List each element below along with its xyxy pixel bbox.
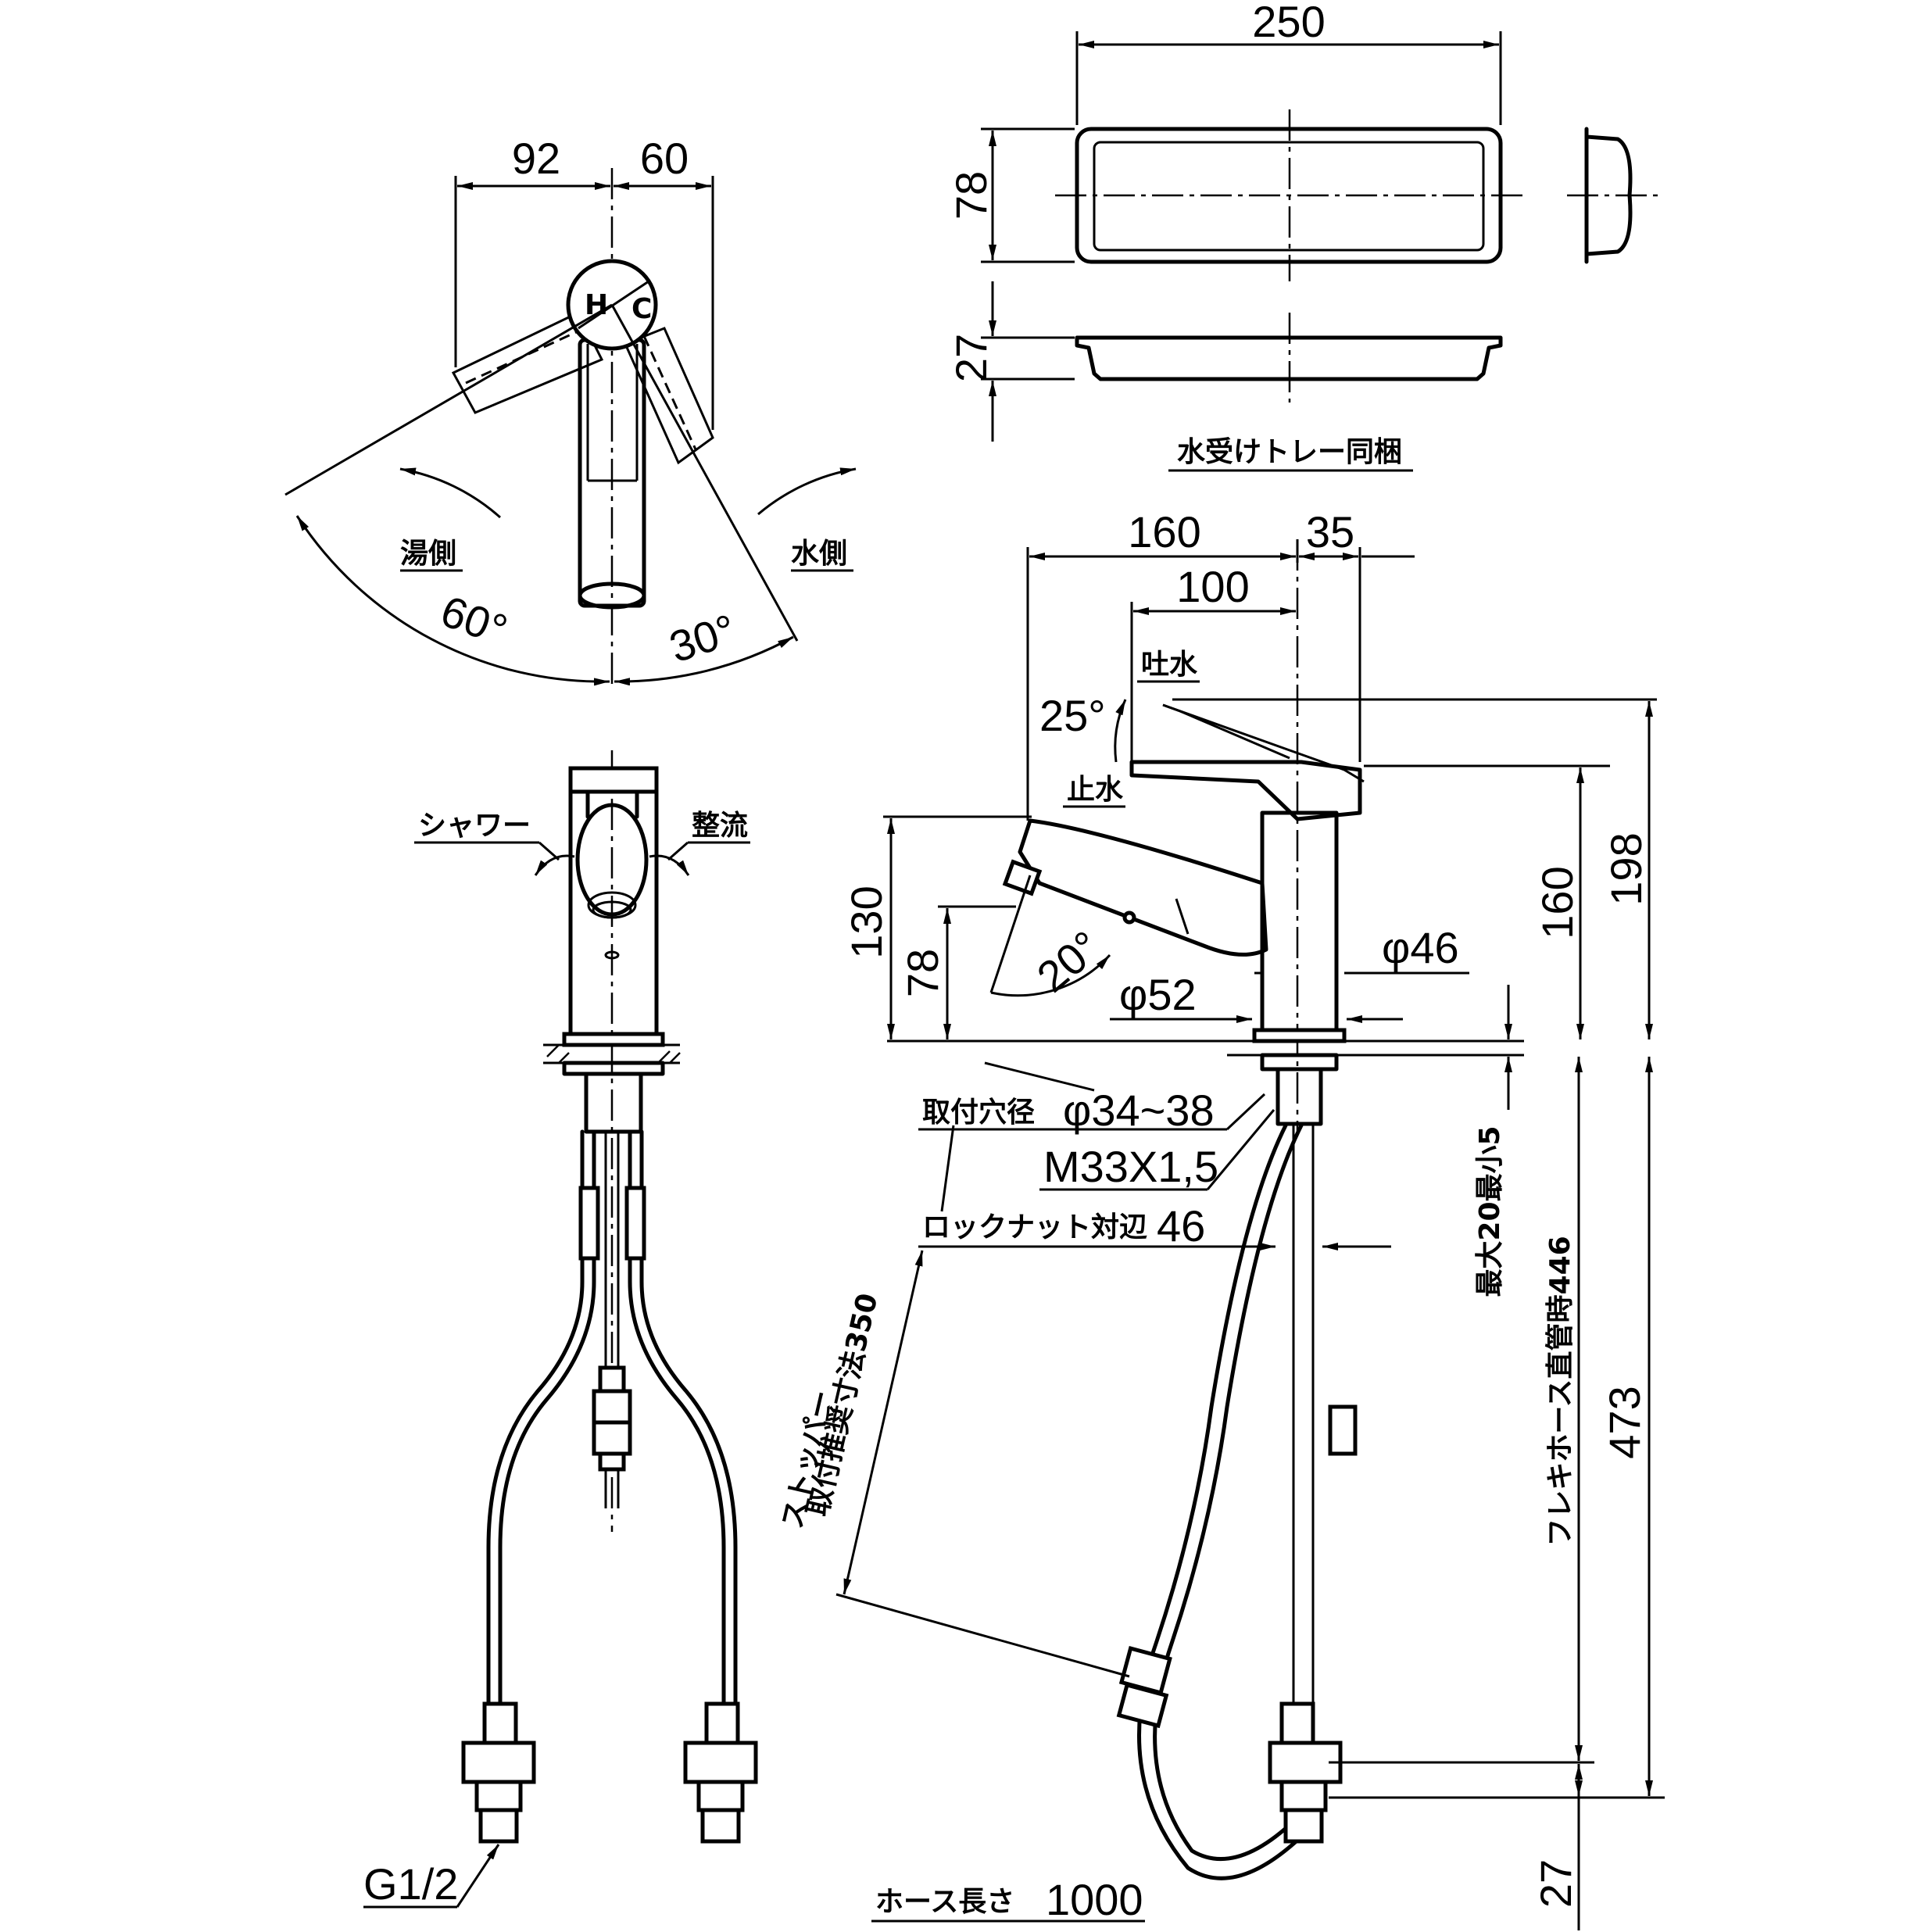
lever-hot-position (451, 311, 604, 414)
spout-angle-label: 20° (1028, 921, 1110, 1002)
shower-mode-label: シャワー (418, 810, 531, 842)
locknut-label: ロックナット対辺 (922, 1211, 1147, 1243)
height-spout-outlet: 78 (898, 949, 947, 997)
height-lever-rest: 160 (1533, 866, 1582, 939)
mount-hole-value: φ34~38 (1063, 1086, 1215, 1135)
tray-elevation (1075, 335, 1503, 381)
dim-spout-reach: 160 (1128, 507, 1200, 556)
counter-thickness-label: 最大20最小5 (1474, 1125, 1506, 1297)
handle-hot-mark: H (585, 289, 608, 321)
dim-hot-side: 92 (512, 134, 560, 183)
total-below-counter: 473 (1600, 1386, 1649, 1458)
valve-right (683, 1701, 758, 1844)
body-column (1260, 810, 1339, 1038)
supply-hose-left (498, 1129, 596, 1745)
hot-angle-label: 60° (435, 586, 513, 655)
base-diameter: φ52 (1119, 970, 1197, 1019)
dim-cold-side: 60 (640, 134, 689, 183)
column-diameter: φ46 (1382, 923, 1459, 972)
locknut-value: 46 (1157, 1201, 1205, 1250)
lever-angle-label: 25° (1039, 691, 1106, 740)
shower-hose-side (1137, 1123, 1304, 1880)
flex-hose-label: フレキホース直管時446 (1544, 1236, 1576, 1546)
top-view-drawing: H C 92 60 湯側 水側 60° 30° (284, 134, 857, 688)
connection-thread-label: G1/2 (363, 1859, 458, 1909)
height-lever-raised: 198 (1601, 832, 1651, 905)
mount-hole-label: 取付穴径 (922, 1097, 1035, 1129)
tray-drawing: 250 78 27 水受けトレー同梱 (946, 0, 1661, 472)
height-spout-top: 130 (842, 886, 891, 958)
hot-side-label: 湯側 (400, 538, 456, 570)
tray-caption: 水受けトレー同梱 (1177, 436, 1402, 468)
spout-head (1018, 818, 1268, 957)
counter-hatch-left (546, 1044, 681, 1064)
hose-length-label: ホース長さ (875, 1886, 1014, 1918)
spout-on-label: 吐水 (1141, 649, 1198, 681)
tray-depth-dim: 78 (946, 171, 996, 220)
dim-lever-back: 35 (1306, 507, 1354, 556)
spout-off-label: 止水 (1067, 774, 1124, 806)
side-view-drawing: 160 35 100 吐水 止水 25° 130 78 20° φ46 φ52 … (777, 507, 1665, 1930)
thread-value: M33X1,5 (1043, 1142, 1218, 1191)
straight-mode-label: 整流 (692, 810, 748, 842)
handle-cold-mark: C (631, 293, 652, 325)
dim-lever-reach: 100 (1176, 562, 1249, 611)
hose-length-value: 1000 (1046, 1875, 1143, 1924)
supply-hose-right (628, 1129, 726, 1745)
cold-angle-label: 30° (664, 604, 742, 671)
cold-side-label: 水側 (791, 538, 847, 570)
lever-cold-position (623, 327, 714, 465)
tray-height-dim: 27 (946, 334, 996, 382)
lever-side (1129, 760, 1362, 821)
bottom-27-dim: 27 (1531, 1859, 1580, 1908)
tray-width-dim: 250 (1252, 0, 1325, 46)
valve-left (461, 1701, 536, 1844)
front-view-drawing: シャワー 整流 (363, 750, 758, 1909)
